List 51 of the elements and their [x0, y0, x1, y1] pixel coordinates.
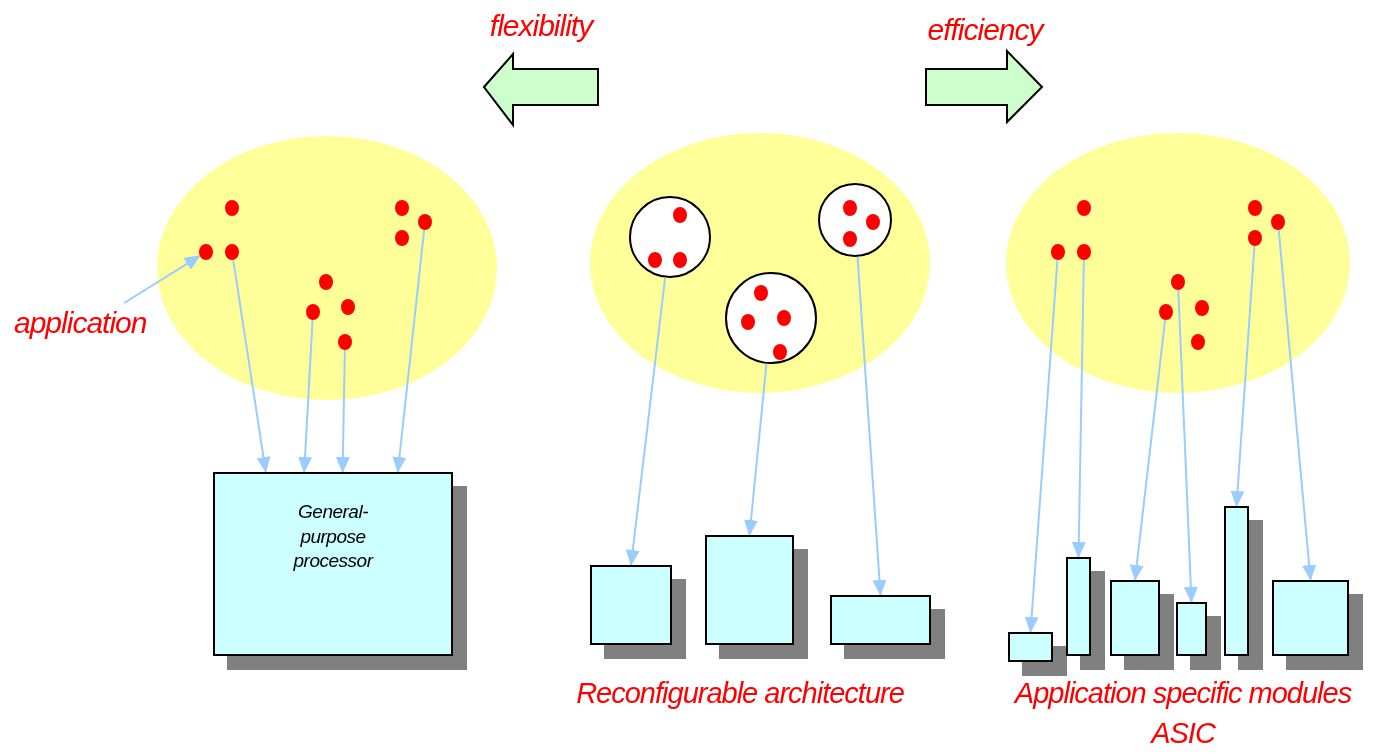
task-dot: [866, 214, 880, 230]
task-dot: [319, 274, 333, 290]
caption: Reconfigurable architecture: [576, 677, 904, 709]
arrow: [1177, 289, 1198, 603]
task-dot: [843, 200, 857, 216]
task-dot: [1191, 334, 1205, 350]
arrow: [625, 276, 667, 566]
arrow: [1230, 245, 1256, 507]
task-dot: [395, 230, 409, 246]
task-dot: [1159, 304, 1173, 320]
task-dot: [843, 231, 857, 247]
task-dot: [673, 207, 687, 223]
task-dot: [673, 252, 687, 268]
task-dot: [1051, 244, 1065, 260]
arrow: [123, 254, 201, 304]
arrow: [744, 362, 768, 536]
task-dot: [741, 314, 755, 330]
task-dot: [1171, 274, 1185, 290]
task-dot: [225, 244, 239, 260]
arrow: [1129, 318, 1167, 581]
arrow: [856, 255, 887, 596]
task-dot: [1077, 244, 1091, 260]
task-dot: [418, 214, 432, 230]
task-dot: [754, 285, 768, 301]
task-dot: [306, 304, 320, 320]
arrow: [232, 258, 271, 473]
task-dot: [1077, 200, 1091, 216]
direction-label: efficiency: [927, 13, 1043, 46]
arrow: [1071, 259, 1086, 558]
task-dot: [225, 200, 239, 216]
arrow: [1277, 228, 1317, 581]
task-dot: [1271, 214, 1285, 230]
task-dot: [338, 334, 352, 350]
caption: Application specific modules: [1014, 677, 1352, 709]
direction-label: flexibility: [489, 9, 593, 42]
arrow: [335, 349, 350, 473]
task-dot: [777, 310, 791, 326]
arrow: [298, 319, 314, 473]
task-dot: [341, 299, 355, 315]
box-label: General-purpose processor: [292, 500, 375, 574]
caption: ASIC: [1151, 717, 1215, 749]
task-dot: [648, 252, 662, 268]
annotation-text: application: [14, 305, 147, 341]
task-dot: [1248, 200, 1262, 216]
arrow: [392, 228, 426, 473]
task-dot: [395, 200, 409, 216]
task-dot: [773, 344, 787, 360]
task-dot: [1195, 300, 1209, 316]
task-dot: [1248, 230, 1262, 246]
task-dot: [199, 244, 213, 260]
arrow: [1024, 258, 1059, 633]
